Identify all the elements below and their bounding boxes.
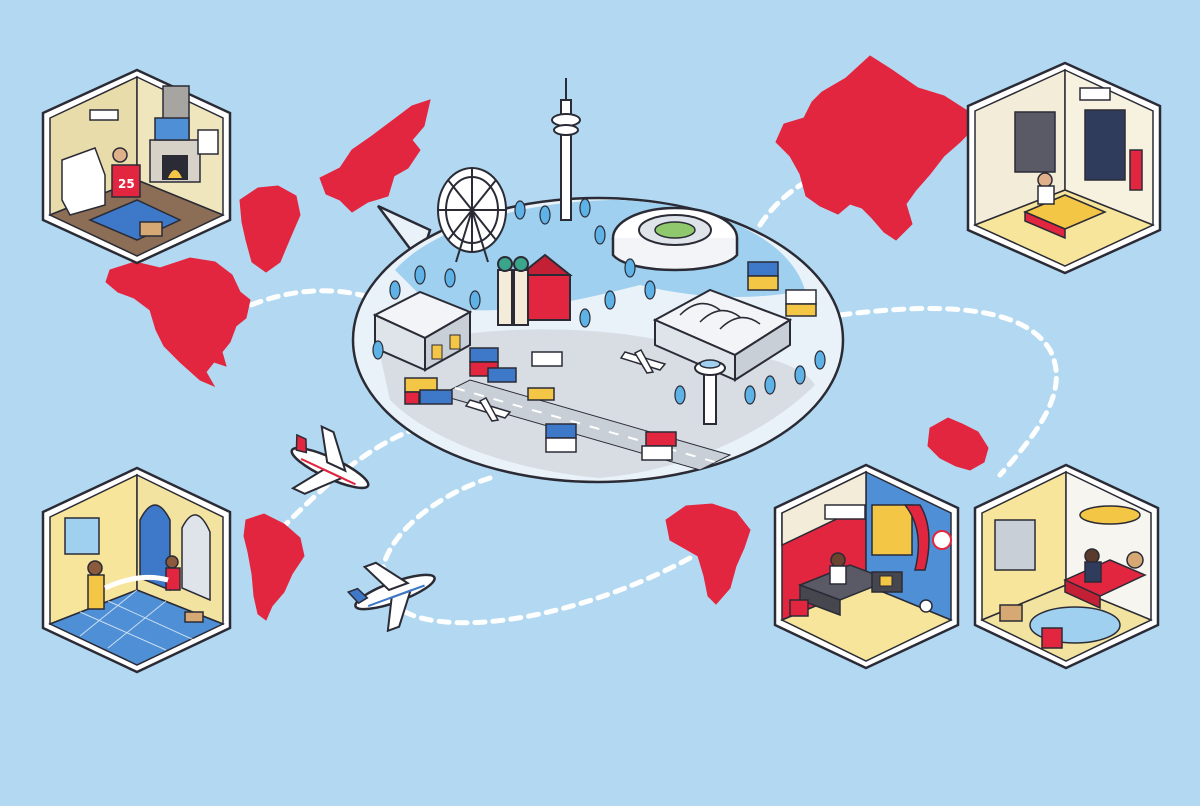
control-tower-icon (694, 359, 726, 425)
route-africa (379, 475, 693, 626)
city-bubble (351, 78, 845, 484)
plane-icon (464, 349, 667, 422)
australia-icon (927, 417, 989, 471)
room-japan (966, 61, 1162, 275)
route-australia (837, 305, 1059, 478)
room-australia (973, 463, 1160, 670)
europe-icon (319, 99, 431, 213)
asia-icon (775, 55, 983, 241)
jersey-number: 25 (118, 177, 135, 191)
room-brazil (41, 466, 232, 674)
airplane-left (290, 424, 370, 495)
route-north-america (232, 288, 375, 315)
shipping-containers (404, 261, 817, 461)
africa-icon (665, 503, 751, 605)
greenland-icon (239, 185, 301, 273)
continents (105, 55, 989, 621)
room-africa (773, 463, 960, 670)
church-icon (497, 253, 573, 326)
north-america-icon (105, 257, 251, 388)
warehouse-icon (372, 290, 473, 372)
tv-tower-icon (551, 78, 581, 221)
airplane-bottom (346, 561, 436, 633)
stadium-icon (611, 206, 739, 272)
south-america-icon (243, 513, 305, 621)
ferris-wheel-icon (437, 167, 507, 263)
room-usa: 25 (41, 68, 232, 265)
